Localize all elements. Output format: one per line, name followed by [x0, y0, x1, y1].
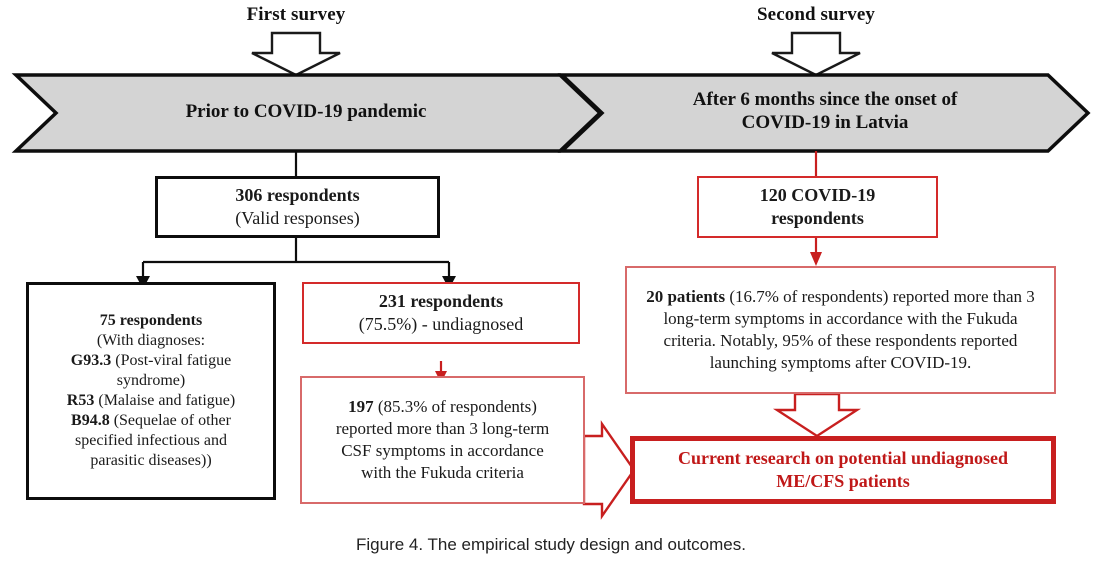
left-banner-label: Prior to COVID-19 pandemic — [56, 100, 556, 123]
box-75-line3: G93.3 (Post-viral fatigue — [35, 351, 267, 371]
box-20-body: (16.7% of respondents) reported more tha… — [663, 286, 1035, 373]
arrow-20-to-conclusion-icon — [772, 392, 862, 438]
right-banner-line2: COVID-19 in Latvia — [741, 112, 909, 134]
box-197-line1: 197 (85.3% of respondents) — [308, 396, 577, 418]
box-75-line5: R53 (Malaise and fatigue) — [35, 391, 267, 411]
figure-caption: Figure 4. The empirical study design and… — [356, 535, 746, 554]
code-r53: R53 — [66, 392, 95, 409]
box-197-pct: (85.3% of respondents) — [373, 396, 537, 416]
box-75-line6: B94.8 (Sequelae of other — [35, 411, 267, 431]
box-75-line2: (With diagnoses: — [96, 332, 206, 349]
box-120-covid-respondents: 120 COVID-19 respondents — [697, 176, 938, 238]
code-g933-desc: (Post-viral fatigue — [111, 352, 232, 369]
box-197-fukuda-symptoms: 197 (85.3% of respondents) reported more… — [300, 376, 585, 504]
box-231-respondents-undiagnosed: 231 respondents (75.5%) - undiagnosed — [302, 282, 580, 344]
box-75-respondents-diagnosed: 75 respondents (With diagnoses: G93.3 (P… — [26, 282, 276, 500]
box-231-line2: (75.5%) - undiagnosed — [358, 314, 524, 334]
box-197-line2: reported more than 3 long-term — [335, 418, 550, 438]
first-survey-arrow-icon — [251, 31, 341, 77]
box-20-text: 20 patients (16.7% of respondents) repor… — [639, 286, 1042, 374]
code-g933: G93.3 — [70, 352, 112, 369]
right-banner-label: After 6 months since the onset of COVID-… — [602, 88, 1048, 134]
connector-306-split — [141, 238, 451, 282]
second-survey-label: Second survey — [757, 4, 875, 25]
code-b948-desc: (Sequelae of other — [109, 412, 231, 429]
box-306-line1: 306 respondents — [235, 184, 360, 205]
box-197-line3: CSF symptoms in accordance — [341, 441, 544, 460]
box-75-line8: parasitic diseases)) — [90, 452, 212, 469]
first-survey-label: First survey — [246, 4, 346, 25]
second-survey-arrow-icon — [771, 31, 861, 77]
code-r53-desc: (Malaise and fatigue) — [94, 392, 236, 409]
code-b948: B94.8 — [71, 412, 110, 429]
box-current-research-conclusion: Current research on potential undiagnose… — [630, 436, 1056, 504]
box-75-line7: specified infectious and — [75, 432, 227, 449]
box-231-line1: 231 respondents — [378, 290, 504, 311]
conclusion-line1: Current research on potential undiagnose… — [677, 447, 1009, 468]
box-197-line4: with the Fukuda criteria — [361, 463, 524, 483]
box-20-patients: 20 patients (16.7% of respondents) repor… — [625, 266, 1056, 394]
box-75-line4: syndrome) — [116, 372, 186, 389]
right-banner-line1: After 6 months since the onset of — [692, 89, 958, 110]
left-banner-text: Prior to COVID-19 pandemic — [185, 101, 427, 122]
conclusion-line2: ME/CFS patients — [776, 471, 910, 491]
box-20-lead: 20 patients — [646, 286, 726, 306]
box-120-line1: 120 COVID-19 — [759, 184, 876, 205]
box-75-line1: 75 respondents — [99, 312, 203, 329]
box-306-respondents: 306 respondents (Valid responses) — [155, 176, 440, 238]
arrowhead-120-to-20 — [810, 252, 822, 266]
box-306-line2: (Valid responses) — [235, 208, 360, 228]
box-120-line2: respondents — [771, 208, 864, 228]
box-197-count: 197 — [348, 396, 374, 416]
arrow-197-to-conclusion-icon — [582, 420, 636, 520]
